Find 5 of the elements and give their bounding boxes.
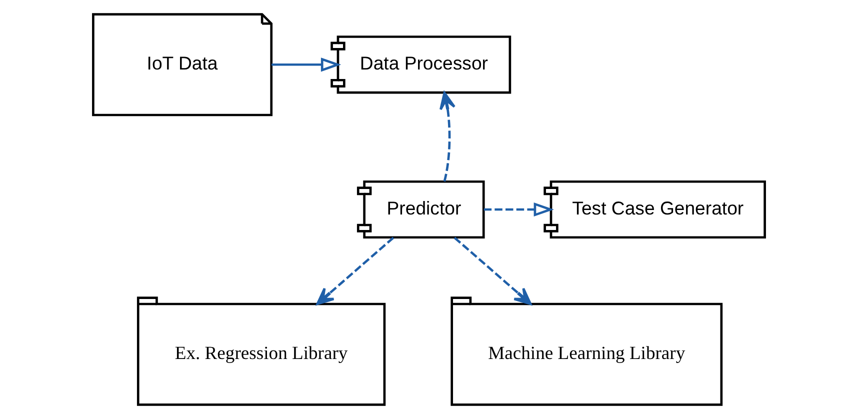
- arrow: [484, 202, 554, 217]
- arrow: [454, 236, 532, 306]
- arrow: [272, 58, 342, 72]
- arrow: [316, 236, 394, 306]
- arrow: [440, 92, 456, 182]
